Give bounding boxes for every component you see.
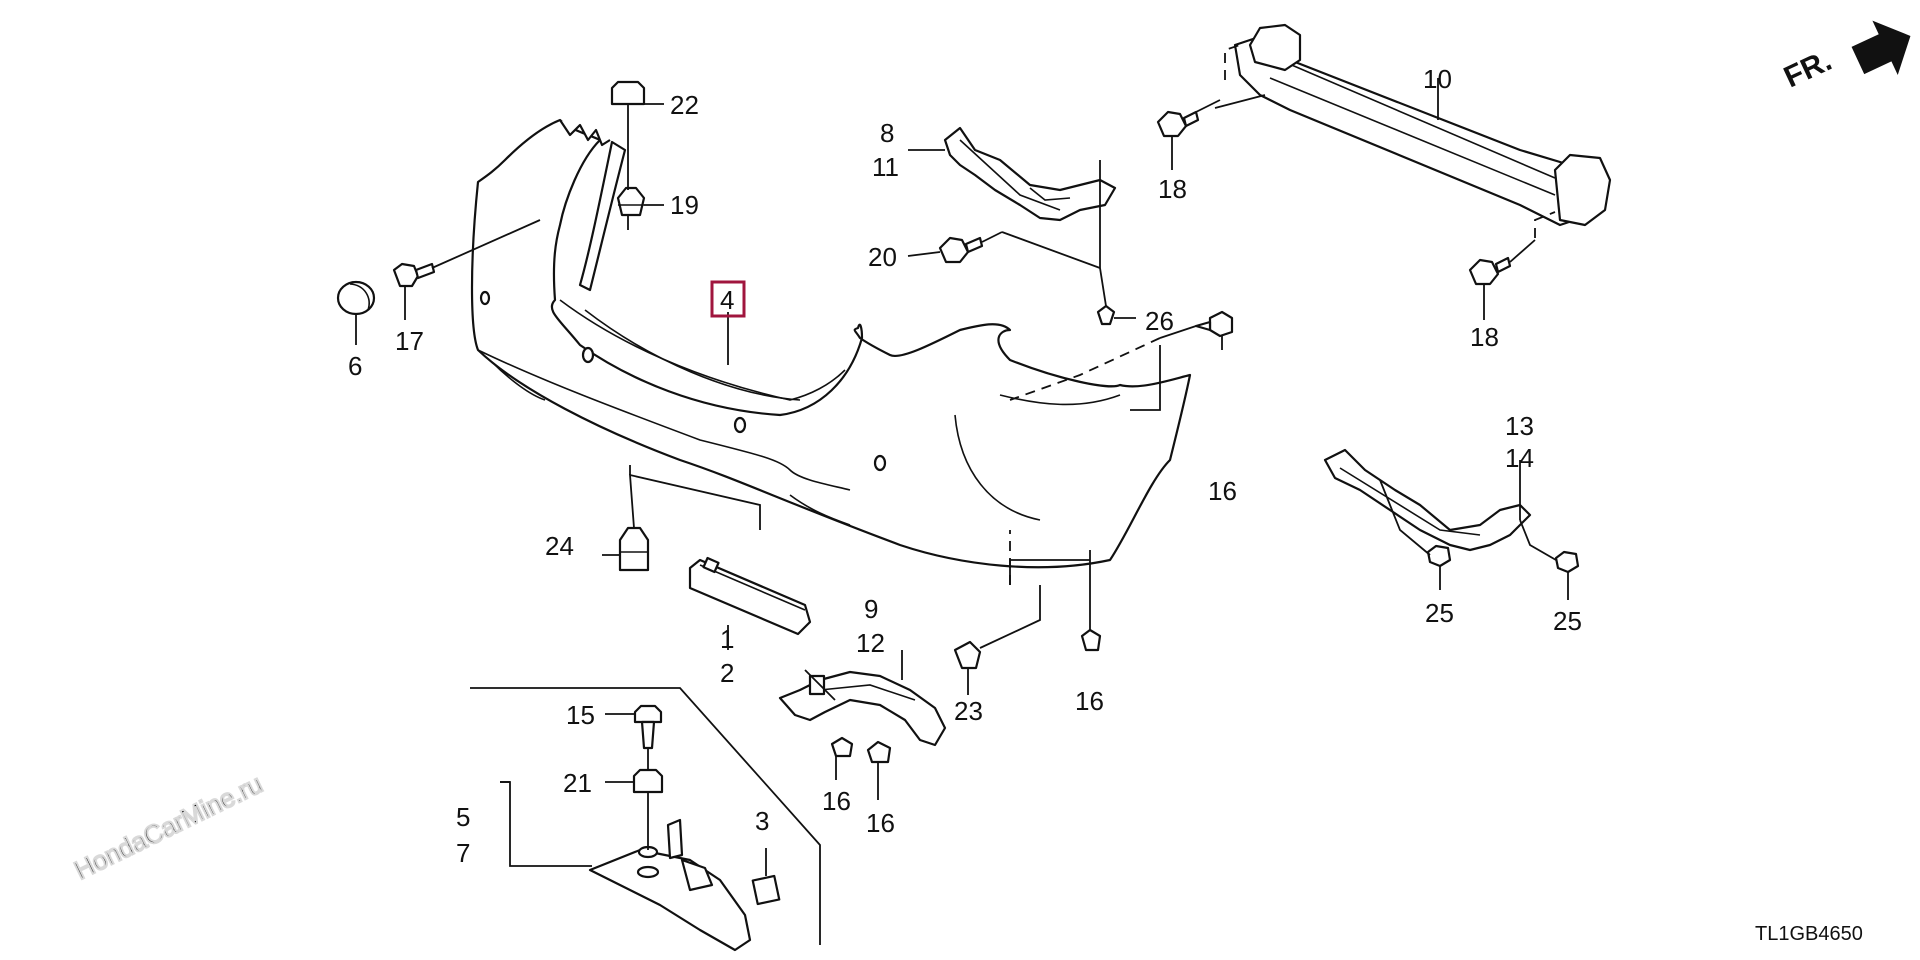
label-17: 17 — [395, 326, 424, 356]
label-2: 2 — [720, 658, 734, 688]
screw-16-left-icon — [830, 736, 854, 758]
label-16-lower: 16 — [866, 808, 895, 838]
rear-bumper-beam — [1233, 23, 1612, 227]
label-20: 20 — [868, 242, 897, 272]
direction-label: FR. — [1779, 44, 1837, 94]
label-16-left: 16 — [822, 786, 851, 816]
label-26: 26 — [1145, 306, 1174, 336]
label-9: 9 — [864, 594, 878, 624]
label-23: 23 — [954, 696, 983, 726]
label-16-right: 16 — [1208, 476, 1237, 506]
label-10: 10 — [1423, 64, 1452, 94]
diagram-code: TL1GB4650 — [1755, 923, 1863, 945]
label-11: 11 — [872, 152, 899, 182]
label-4: 4 — [720, 285, 734, 315]
label-25-left: 25 — [1425, 598, 1454, 628]
label-13: 13 — [1505, 411, 1534, 441]
label-14: 14 — [1505, 443, 1534, 473]
side-spacer-bracket-upper — [943, 126, 1117, 222]
label-16-mid: 16 — [1075, 686, 1104, 716]
label-7: 7 — [456, 838, 470, 868]
label-18-lower: 18 — [1470, 322, 1499, 352]
screw-16-right-icon — [1194, 310, 1234, 338]
label-15: 15 — [566, 700, 595, 730]
screw-16-lower-icon — [866, 740, 892, 764]
label-21: 21 — [563, 768, 592, 798]
label-3: 3 — [755, 806, 769, 836]
watermark: HondaCarMine.ru — [69, 768, 267, 885]
label-18-upper: 18 — [1158, 174, 1187, 204]
screw-17-icon — [392, 262, 436, 288]
label-24: 24 — [545, 531, 574, 561]
rear-reflector — [688, 556, 812, 636]
label-12: 12 — [856, 628, 885, 658]
bolt-18-lower-icon — [1468, 256, 1512, 286]
screw-16-mid-icon — [1080, 628, 1102, 652]
cap-6-icon — [336, 280, 376, 316]
screw-26-icon — [1096, 304, 1116, 326]
side-spacer-bracket-right — [1323, 448, 1532, 552]
lower-bracket — [778, 670, 947, 747]
front-direction-arrow-icon — [1851, 20, 1911, 75]
label-22: 22 — [670, 90, 699, 120]
rear-bumper-face — [470, 118, 1192, 569]
label-5: 5 — [456, 802, 470, 832]
highlight-box — [710, 280, 746, 318]
part-labels: 22 19 17 6 4 8 11 20 26 10 18 18 16 13 1… — [348, 64, 1582, 868]
clip-24-icon — [618, 526, 650, 572]
label-8: 8 — [880, 118, 894, 148]
screw-25-left-icon — [1426, 544, 1452, 568]
clip-22-icon — [610, 80, 646, 106]
leader-lines — [355, 44, 1569, 876]
bolt-18-upper-icon — [1156, 110, 1200, 138]
label-6: 6 — [348, 351, 362, 381]
clip-19-icon — [616, 186, 646, 217]
label-1: 1 — [720, 624, 734, 654]
bolt-20-icon — [938, 236, 984, 264]
screw-15-icon — [633, 704, 663, 750]
screw-25-right-icon — [1554, 550, 1580, 574]
label-25-right: 25 — [1553, 606, 1582, 636]
nut-21-icon — [632, 768, 664, 794]
clip-23-icon — [953, 640, 982, 670]
lower-garnish-inset — [470, 687, 821, 952]
label-19: 19 — [670, 190, 699, 220]
